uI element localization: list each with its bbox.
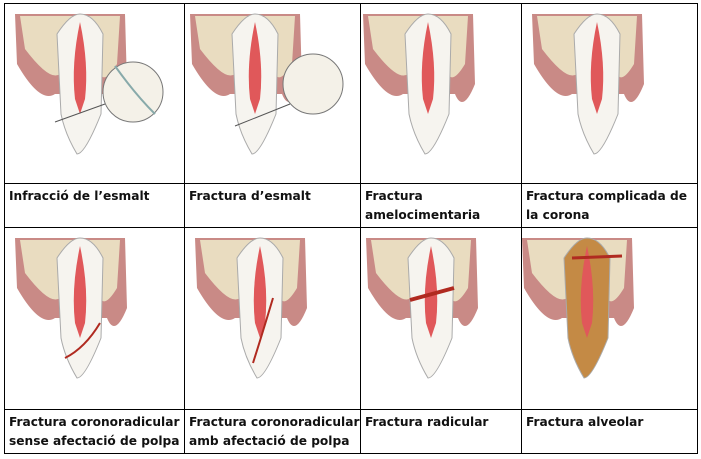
dental-trauma-table: Infracció de l’esmalt Fractura d’esmalt … [4,3,698,454]
tooth-svg [15,237,127,379]
label-cell: Fractura alveolar [521,409,698,454]
pulp-shape [590,22,604,114]
pulp-shape [73,246,87,338]
cell-illustration [521,227,698,410]
tooth-crown-root-fracture-pulp-illustration [185,228,360,409]
pulp-shape [73,22,87,114]
label-cell: Fractura complicada de la corona [521,183,698,228]
tooth-root-fracture-illustration [361,228,521,409]
pointer-line [54,103,106,123]
tooth-enamel-infraction-illustration [5,4,184,183]
pulp-shape [421,22,435,114]
tooth-enamel-fracture-illustration [185,4,360,183]
label-cell: Fractura coronoradicular amb afectació d… [184,409,361,454]
label-cell: Fractura d’esmalt [184,183,361,228]
pointer-line [234,103,291,127]
magnifier-circle [282,53,344,115]
tooth-svg [363,13,475,155]
tooth-svg [366,237,478,379]
cell-illustration [360,3,522,184]
cell-illustration [521,3,698,184]
tooth-svg [532,13,644,155]
pulp-shape [253,246,267,338]
cell-illustration [4,227,185,410]
pulp-shape [248,22,262,114]
pulp-shape [424,246,438,338]
tooth-svg [195,237,307,379]
cell-illustration [360,227,522,410]
tooth-complicated-crown-fracture-illustration [522,4,697,183]
cell-illustration [184,227,361,410]
cell-illustration [184,3,361,184]
tooth-enamel-dentin-fracture-illustration [361,4,521,183]
cell-illustration [4,3,185,184]
tooth-alveolar-fracture-illustration [522,228,697,409]
tooth-svg [15,13,164,155]
label-cell: Fractura amelocimentaria [360,183,522,228]
label-cell: Fractura radicular [360,409,522,454]
tooth-svg [190,13,344,155]
tooth-crown-root-fracture-illustration [5,228,184,409]
tooth-svg [522,237,634,379]
label-cell: Fractura coronoradicular sense afectació… [4,409,185,454]
pulp-shape [580,246,594,338]
label-cell: Infracció de l’esmalt [4,183,185,228]
